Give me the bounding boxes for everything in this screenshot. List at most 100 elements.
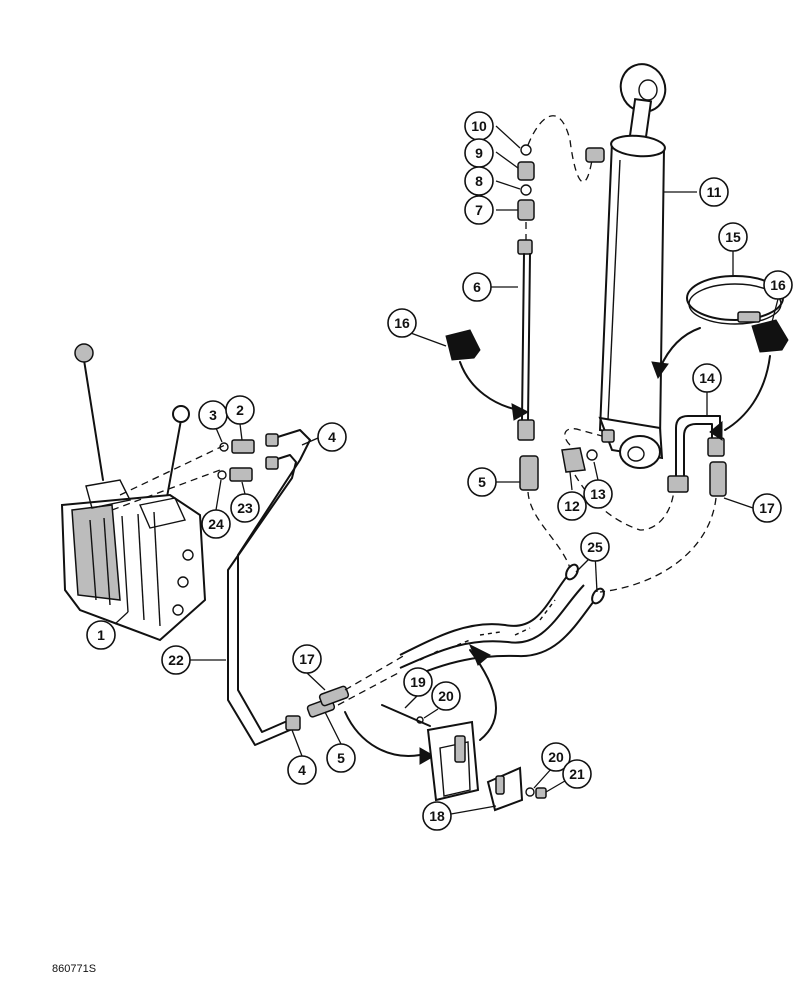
valve-boot-2 bbox=[139, 497, 186, 529]
coupler-17-lower bbox=[318, 685, 350, 707]
callout-16-right: 16 bbox=[763, 270, 793, 300]
svg-text:7: 7 bbox=[475, 202, 483, 218]
svg-text:16: 16 bbox=[770, 277, 786, 293]
grip-16-left bbox=[445, 329, 481, 361]
washer-20-upper bbox=[416, 716, 424, 724]
callout-17-lower: 17 bbox=[292, 644, 322, 674]
dashed-line-valve-fitting-2 bbox=[119, 444, 226, 496]
fitting-9 bbox=[517, 161, 535, 181]
fitting-23 bbox=[229, 467, 253, 482]
svg-text:3: 3 bbox=[209, 407, 217, 423]
upper-fittings bbox=[517, 144, 535, 221]
callout-7: 7 bbox=[464, 195, 494, 225]
control-valve bbox=[60, 343, 207, 642]
svg-text:21: 21 bbox=[569, 766, 585, 782]
svg-text:9: 9 bbox=[475, 145, 483, 161]
o-ring-24 bbox=[217, 470, 227, 480]
callout-17-upper: 17 bbox=[752, 493, 782, 523]
callout-11: 11 bbox=[699, 177, 729, 207]
o-ring-13 bbox=[586, 449, 598, 461]
bracket-clip bbox=[486, 766, 524, 812]
callout-13: 13 bbox=[583, 479, 613, 509]
callout-5-lower: 5 bbox=[326, 743, 356, 773]
svg-text:5: 5 bbox=[337, 750, 345, 766]
fitting-2 bbox=[231, 439, 255, 454]
arrow-grip-right bbox=[724, 355, 771, 431]
bolt-19 bbox=[381, 704, 431, 727]
callout-22: 22 bbox=[161, 645, 191, 675]
elbow-fitting bbox=[561, 447, 598, 473]
callout-3: 3 bbox=[198, 400, 228, 430]
hose-25-b bbox=[404, 595, 599, 681]
leader-lines bbox=[114, 125, 779, 815]
callout-8: 8 bbox=[464, 166, 494, 196]
clamp-screw bbox=[737, 311, 761, 323]
arrow-hose-bracket bbox=[469, 649, 497, 741]
svg-text:12: 12 bbox=[564, 498, 580, 514]
svg-text:6: 6 bbox=[473, 279, 481, 295]
dashed-line-coupler17-hose bbox=[599, 497, 717, 593]
svg-text:4: 4 bbox=[328, 429, 336, 445]
svg-text:20: 20 bbox=[548, 749, 564, 765]
upper-coupler-5 bbox=[519, 455, 539, 491]
valve-lever-1 bbox=[83, 359, 104, 481]
callout-20-upper: 20 bbox=[431, 681, 461, 711]
svg-text:18: 18 bbox=[429, 808, 445, 824]
nut-21 bbox=[535, 787, 547, 799]
valve-fittings bbox=[217, 439, 255, 482]
callout-20-lower: 20 bbox=[541, 742, 571, 772]
svg-text:23: 23 bbox=[237, 500, 253, 516]
lever-knob-1 bbox=[74, 343, 94, 363]
svg-text:22: 22 bbox=[168, 652, 184, 668]
svg-text:24: 24 bbox=[208, 516, 224, 532]
dashed-line-fittings-cylinder bbox=[527, 115, 593, 183]
svg-text:17: 17 bbox=[759, 500, 775, 516]
tube-4-lower-nut bbox=[285, 715, 301, 731]
callout-23: 23 bbox=[230, 493, 260, 523]
svg-text:4: 4 bbox=[298, 762, 306, 778]
svg-text:2: 2 bbox=[236, 402, 244, 418]
callout-2: 2 bbox=[225, 395, 255, 425]
grip-16-right bbox=[751, 319, 789, 353]
lever-knob-2 bbox=[172, 405, 190, 423]
tube-14-line bbox=[675, 415, 721, 479]
handle-grips bbox=[445, 319, 789, 361]
o-ring-3 bbox=[219, 442, 229, 452]
tube-assembly bbox=[227, 429, 311, 746]
tube-22 bbox=[227, 454, 297, 746]
washer-20-lower bbox=[525, 787, 535, 797]
svg-text:1: 1 bbox=[97, 627, 105, 643]
callout-4-upper: 4 bbox=[317, 422, 347, 452]
svg-text:25: 25 bbox=[587, 539, 603, 555]
svg-text:5: 5 bbox=[478, 474, 486, 490]
hose-bracket bbox=[381, 704, 547, 812]
valve-section-shade bbox=[71, 504, 121, 601]
callout-9: 9 bbox=[464, 138, 494, 168]
cylinder-port-lower bbox=[601, 429, 615, 443]
callout-18: 18 bbox=[422, 801, 452, 831]
hydraulic-cylinder bbox=[585, 63, 667, 469]
coupler-17-upper bbox=[709, 461, 727, 497]
svg-text:19: 19 bbox=[410, 674, 426, 690]
dashed-line-coupler5-hose bbox=[527, 491, 571, 569]
valve-lever-2 bbox=[164, 419, 182, 509]
svg-text:17: 17 bbox=[299, 651, 315, 667]
callout-12: 12 bbox=[557, 491, 587, 521]
fitting-12 bbox=[561, 447, 586, 473]
svg-text:8: 8 bbox=[475, 173, 483, 189]
coupler-5-upper bbox=[519, 455, 539, 491]
hose-25-a bbox=[399, 569, 573, 656]
lower-couplers bbox=[306, 685, 350, 718]
rod-eye bbox=[619, 63, 667, 113]
base-eye bbox=[619, 435, 661, 469]
callout-16-left: 16 bbox=[387, 308, 417, 338]
svg-text:15: 15 bbox=[725, 229, 741, 245]
callout-21: 21 bbox=[562, 759, 592, 789]
arrow-clamp-cylinder bbox=[659, 327, 701, 369]
arrow-coupler-bracket bbox=[344, 711, 421, 757]
svg-text:10: 10 bbox=[471, 118, 487, 134]
callout-25: 25 bbox=[580, 532, 610, 562]
fitting-7 bbox=[517, 199, 535, 221]
tube-6-line bbox=[521, 253, 525, 421]
svg-text:11: 11 bbox=[707, 184, 722, 200]
